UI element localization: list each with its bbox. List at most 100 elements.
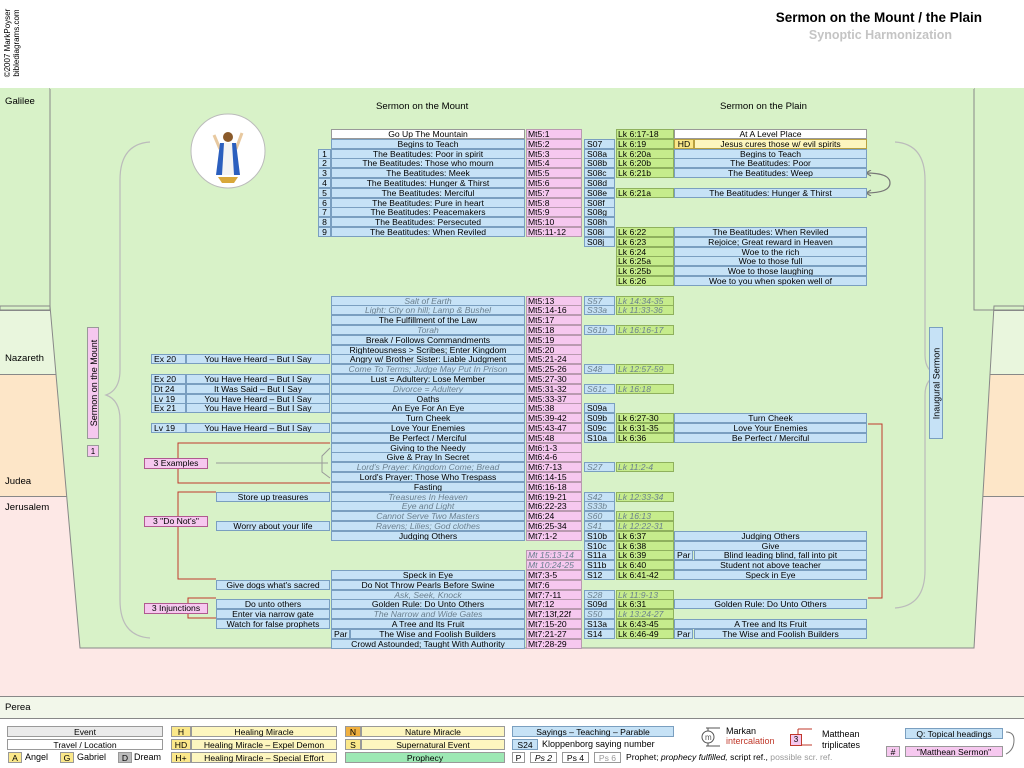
event-cell[interactable]: Angry w/ Brother Sister: Liable Judgment <box>331 354 525 364</box>
event-cell[interactable]: Give & Pray In Secret <box>331 452 525 462</box>
luke-ref-cell[interactable]: Lk 6:26 <box>616 276 674 286</box>
matthew-ref-cell[interactable]: Mt5:31-32 <box>526 384 582 394</box>
luke-event-cell[interactable]: The Wise and Foolish Builders <box>694 629 867 639</box>
luke-ref-cell[interactable]: Lk 11:2-4 <box>616 462 674 472</box>
event-cell[interactable]: Lord's Prayer: Those Who Trespass <box>331 472 525 482</box>
matthew-ref-cell[interactable]: Mt5:5 <box>526 168 582 178</box>
event-cell[interactable]: Begins to Teach <box>331 139 525 149</box>
matthew-ref-cell[interactable]: Mt7:12 <box>526 599 582 609</box>
luke-ref-cell[interactable]: Lk 6:25b <box>616 266 674 276</box>
event-cell[interactable]: Eye and Light <box>331 501 525 511</box>
matthew-ref-cell[interactable]: Mt6:22-23 <box>526 501 582 511</box>
luke-ref-cell[interactable]: Lk 6:22 <box>616 227 674 237</box>
luke-ref-cell[interactable]: Lk 6:39 <box>616 550 674 560</box>
luke-ref-cell[interactable]: Lk 12:22-31 <box>616 521 674 531</box>
event-cell[interactable]: The Beatitudes: When Reviled <box>331 227 525 237</box>
luke-event-cell[interactable]: Blind leading blind, fall into pit <box>694 550 867 560</box>
luke-ref-cell[interactable]: Lk 6:19 <box>616 139 674 149</box>
matthew-ref-cell[interactable]: Mt5:9 <box>526 207 582 217</box>
luke-ref-cell[interactable]: Lk 6:36 <box>616 433 674 443</box>
matthew-ref-cell[interactable]: Mt7:15-20 <box>526 619 582 629</box>
luke-ref-cell[interactable]: Lk 6:27-30 <box>616 413 674 423</box>
luke-ref-cell[interactable]: Lk 6:25a <box>616 256 674 266</box>
event-cell[interactable]: Love Your Enemies <box>331 423 525 433</box>
event-cell[interactable]: Lust = Adultery: Lose Member <box>331 374 525 384</box>
matthew-ref-cell[interactable]: Mt7:3-5 <box>526 570 582 580</box>
luke-event-cell[interactable]: Judging Others <box>674 531 867 541</box>
matthew-ref-cell[interactable]: Mt 15:13-14 <box>526 550 582 560</box>
luke-ref-cell[interactable]: Lk 12:33-34 <box>616 492 674 502</box>
luke-ref-cell[interactable]: Lk 6:41-42 <box>616 570 674 580</box>
matthew-ref-cell[interactable]: Mt5:17 <box>526 315 582 325</box>
event-cell[interactable]: Light: City on hill; Lamp & Bushel <box>331 305 525 315</box>
matthew-ref-cell[interactable]: Mt7:1-2 <box>526 531 582 541</box>
luke-event-cell[interactable]: A Tree and Its Fruit <box>674 619 867 629</box>
event-cell[interactable]: Fasting <box>331 482 525 492</box>
event-cell[interactable]: Cannot Serve Two Masters <box>331 511 525 521</box>
event-cell[interactable]: The Beatitudes: Hunger & Thirst <box>331 178 525 188</box>
matthew-ref-cell[interactable]: Mt6:25-34 <box>526 521 582 531</box>
luke-ref-cell[interactable]: Lk 12:57-59 <box>616 364 674 374</box>
event-cell[interactable]: The Wise and Foolish Builders <box>350 629 525 639</box>
matthew-ref-cell[interactable]: Mt6:16-18 <box>526 482 582 492</box>
luke-event-cell[interactable]: Speck in Eye <box>674 570 867 580</box>
luke-event-cell[interactable]: The Beatitudes: Poor <box>674 158 867 168</box>
luke-event-cell[interactable]: Golden Rule: Do Unto Others <box>674 599 867 609</box>
matthew-ref-cell[interactable]: Mt6:14-15 <box>526 472 582 482</box>
luke-event-cell[interactable]: Woe to you when spoken well of <box>674 276 867 286</box>
event-cell[interactable]: Go Up The Mountain <box>331 129 525 139</box>
matthew-ref-cell[interactable]: Mt5:48 <box>526 433 582 443</box>
event-cell[interactable]: The Fulfillment of the Law <box>331 315 525 325</box>
event-cell[interactable]: Come To Terms; Judge May Put In Prison <box>331 364 525 374</box>
luke-event-cell[interactable]: Love Your Enemies <box>674 423 867 433</box>
luke-ref-cell[interactable]: Lk 16:18 <box>616 384 674 394</box>
event-cell[interactable]: A Tree and Its Fruit <box>331 619 525 629</box>
luke-ref-cell[interactable]: Lk 6:17-18 <box>616 129 674 139</box>
event-cell[interactable]: Judging Others <box>331 531 525 541</box>
matthew-ref-cell[interactable]: Mt5:27-30 <box>526 374 582 384</box>
luke-ref-cell[interactable]: Lk 6:46-49 <box>616 629 674 639</box>
luke-event-cell[interactable]: Woe to those laughing <box>674 266 867 276</box>
luke-ref-cell[interactable]: Lk 6:23 <box>616 237 674 247</box>
matthew-ref-cell[interactable]: Mt5:19 <box>526 335 582 345</box>
luke-ref-cell[interactable]: Lk 13:24-27 <box>616 609 674 619</box>
matthew-ref-cell[interactable]: Mt6:7-13 <box>526 462 582 472</box>
event-cell[interactable]: Ravens; Lilies; God clothes <box>331 521 525 531</box>
event-cell[interactable]: The Narrow and Wide Gates <box>331 609 525 619</box>
luke-event-cell[interactable]: Turn Cheek <box>674 413 867 423</box>
matthew-ref-cell[interactable]: Mt7:6 <box>526 580 582 590</box>
matthew-ref-cell[interactable]: Mt7:28-29 <box>526 639 582 649</box>
luke-ref-cell[interactable]: Lk 6:21a <box>616 188 674 198</box>
matthew-ref-cell[interactable]: Mt5:21-24 <box>526 354 582 364</box>
matthew-ref-cell[interactable]: Mt5:7 <box>526 188 582 198</box>
matthew-ref-cell[interactable]: Mt5:11-12 <box>526 227 582 237</box>
event-cell[interactable]: The Beatitudes: Those who mourn <box>331 158 525 168</box>
matthew-ref-cell[interactable]: Mt7:13f,22f <box>526 609 582 619</box>
matthew-ref-cell[interactable]: Mt5:1 <box>526 129 582 139</box>
matthew-ref-cell[interactable]: Mt6:24 <box>526 511 582 521</box>
matthew-ref-cell[interactable]: Mt5:2 <box>526 139 582 149</box>
luke-ref-cell[interactable]: Lk 6:31 <box>616 599 674 609</box>
event-cell[interactable]: Do Not Throw Pearls Before Swine <box>331 580 525 590</box>
matthew-ref-cell[interactable]: Mt 10:24-25 <box>526 560 582 570</box>
matthew-ref-cell[interactable]: Mt5:39-42 <box>526 413 582 423</box>
event-cell[interactable]: Break / Follows Commandments <box>331 335 525 345</box>
event-cell[interactable]: Lord's Prayer: Kingdom Come; Bread <box>331 462 525 472</box>
event-cell[interactable]: Torah <box>331 325 525 335</box>
luke-ref-cell[interactable]: Lk 6:20b <box>616 158 674 168</box>
event-cell[interactable]: Speck in Eye <box>331 570 525 580</box>
matthew-ref-cell[interactable]: Mt7:21-27 <box>526 629 582 639</box>
event-cell[interactable]: An Eye For An Eye <box>331 403 525 413</box>
luke-event-cell[interactable]: The Beatitudes: Weep <box>674 168 867 178</box>
luke-ref-cell[interactable]: Lk 6:37 <box>616 531 674 541</box>
luke-ref-cell[interactable]: Lk 16:16-17 <box>616 325 674 335</box>
luke-event-cell[interactable]: The Beatitudes: Hunger & Thirst <box>674 188 867 198</box>
luke-ref-cell[interactable]: Lk 11:33-36 <box>616 305 674 315</box>
event-cell[interactable]: The Beatitudes: Meek <box>331 168 525 178</box>
matthew-ref-cell[interactable]: Mt5:14-16 <box>526 305 582 315</box>
event-cell[interactable]: Turn Cheek <box>331 413 525 423</box>
luke-ref-cell[interactable]: Lk 6:40 <box>616 560 674 570</box>
event-cell[interactable]: Crowd Astounded; Taught With Authority <box>331 639 525 649</box>
matthew-ref-cell[interactable]: Mt5:43-47 <box>526 423 582 433</box>
event-cell[interactable]: Be Perfect / Merciful <box>331 433 525 443</box>
